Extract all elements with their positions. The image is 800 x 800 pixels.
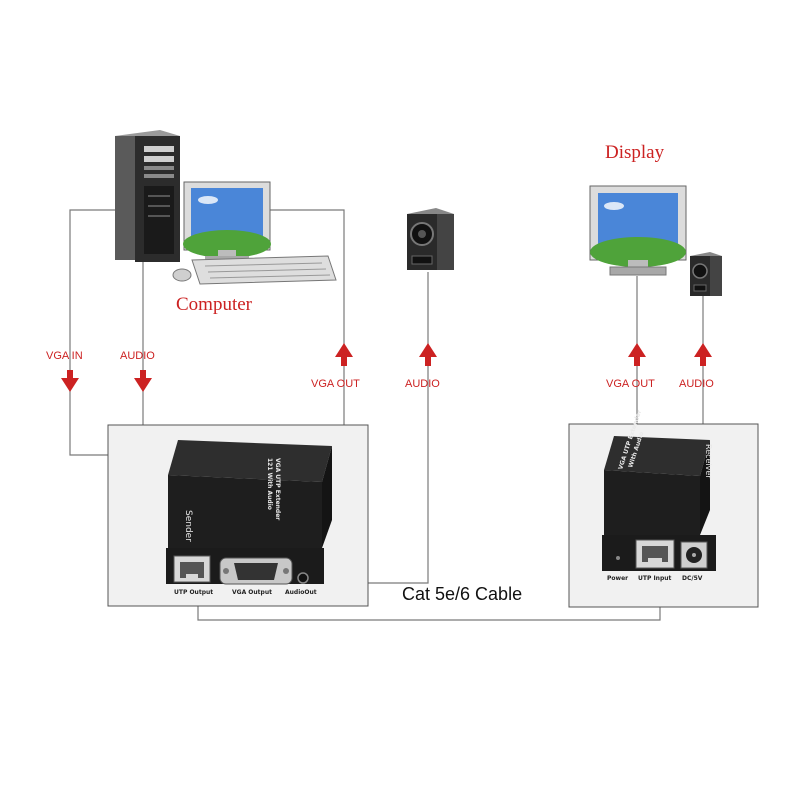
label-vga-in: VGA IN (46, 350, 83, 362)
receiver-port-utp: UTP Input (638, 575, 672, 582)
sender-device: VGA UTP Extender 121 With Audio Sender (166, 440, 332, 585)
sender-top-line1: VGA UTP Extender (274, 458, 281, 520)
label-display: Display (605, 142, 665, 163)
sender-port-vga: VGA Output (232, 589, 272, 596)
label-audio-in: AUDIO (120, 350, 155, 362)
arrow-up-icon (335, 343, 353, 366)
mouse-icon (172, 268, 192, 282)
label-computer: Computer (176, 294, 253, 315)
arrow-up-icon (628, 343, 646, 366)
computer-tower-icon (115, 130, 180, 262)
sender-top-line2: 121 With Audio (266, 458, 273, 510)
sender-port-audio: AudioOut (285, 589, 317, 596)
speaker-icon (690, 252, 722, 296)
sender-port-utp: UTP Output (174, 589, 213, 596)
label-audio-out-receiver: AUDIO (679, 378, 714, 390)
power-led-icon (616, 556, 620, 560)
vga-output-port (219, 557, 293, 585)
audio-out-port (297, 572, 309, 584)
label-vga-out-receiver: VGA OUT (606, 378, 655, 390)
arrow-up-icon (694, 343, 712, 366)
arrows (61, 343, 712, 392)
label-vga-out-sender: VGA OUT (311, 378, 360, 390)
speaker-icon (407, 208, 454, 270)
computer-monitor-icon (183, 181, 271, 260)
sender-side-label: Sender (183, 510, 193, 542)
label-cable: Cat 5e/6 Cable (402, 584, 522, 604)
dc-power-port (680, 541, 708, 569)
receiver-port-power: Power (607, 575, 628, 582)
arrow-down-icon (134, 370, 152, 392)
receiver-port-dc: DC/5V (682, 575, 703, 582)
keyboard-icon (191, 255, 337, 285)
receiver-side-label: Receiver (704, 444, 713, 479)
label-audio-out-sender: AUDIO (405, 378, 440, 390)
wire-vga-in (69, 209, 115, 456)
arrow-down-icon (61, 370, 79, 392)
receiver-device: VGA UTP Extender With Audio Receiver (602, 409, 716, 571)
display-monitor-icon (589, 185, 687, 276)
arrow-up-icon (419, 343, 437, 366)
